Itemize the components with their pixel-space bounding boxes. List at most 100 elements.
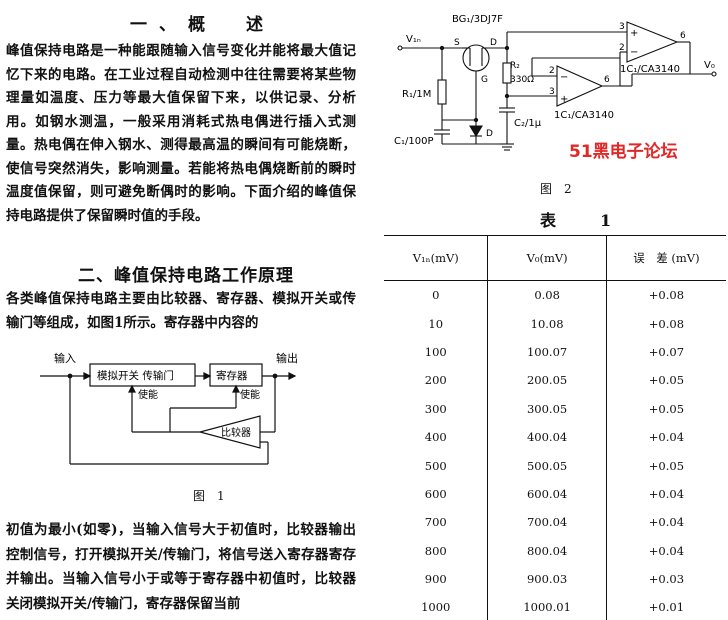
fet-body bbox=[462, 44, 490, 72]
col-header-error: 误 差 (mV) bbox=[606, 235, 726, 281]
figure-2-circuit: BG₁/3DJ7F V₁ₙ V₀ R₁/1M R₂ 330Ω C₁/100P C… bbox=[394, 14, 717, 151]
fig1-comparator-label: 比较器 bbox=[221, 426, 251, 439]
cell-vo: 400.04 bbox=[487, 422, 607, 452]
fig2-c2-label: C₂/1μ bbox=[514, 118, 542, 129]
section-1-heading: 一、概 述 bbox=[130, 15, 275, 35]
ic1-opamp bbox=[626, 21, 679, 63]
cell-vo: 0.08 bbox=[487, 280, 607, 310]
fig2-minus-b: − bbox=[560, 72, 568, 83]
section-1-paragraph: 峰值保持电路是一种能跟随输入信号变化并能将最大值记忆下来的电路。在工业过程自动检… bbox=[6, 43, 356, 224]
cell-vin: 900 bbox=[384, 564, 489, 594]
cell-error: +0.04 bbox=[648, 430, 685, 445]
input-arrow bbox=[83, 372, 92, 380]
cell-vo: 800.04 bbox=[487, 536, 607, 565]
forum-watermark: 51黑电子论坛 bbox=[567, 137, 680, 162]
cell-vo: 300.05 bbox=[487, 394, 607, 423]
fig2-minus-a: − bbox=[630, 47, 638, 58]
fig2-vo-label: V₀ bbox=[704, 60, 715, 71]
fig2-pin6b: 6 bbox=[604, 75, 610, 85]
cell-vin: 100 bbox=[384, 337, 489, 367]
cell-error: +0.07 bbox=[648, 344, 685, 359]
r1-resistor bbox=[437, 79, 447, 105]
fig2-transistor-label: BG₁/3DJ7F bbox=[452, 14, 503, 25]
cell-error: +0.04 bbox=[648, 543, 685, 558]
switch-box bbox=[89, 363, 196, 387]
cell-error: +0.04 bbox=[648, 486, 685, 501]
fig1-register-label: 寄存器 bbox=[216, 369, 248, 382]
cell-vin: 500 bbox=[384, 451, 489, 480]
fig2-diode-label: D bbox=[486, 129, 493, 139]
fig1-enable-label-2: 使能 bbox=[240, 388, 260, 401]
fig2-ic2-label: 1C₁/CA3140 bbox=[554, 110, 614, 121]
fig2-ic1-label: 1C₁/CA3140 bbox=[620, 64, 680, 75]
section-2-heading: 二、峰值保持电路工作原理 bbox=[78, 266, 294, 286]
figure-1-block-diagram: 输入 输出 模拟开关 传输门 寄存器 比较器 使能 使能 bbox=[40, 351, 298, 465]
cell-vin: 0 bbox=[384, 280, 489, 310]
cell-vin: 200 bbox=[384, 366, 489, 395]
fig2-pin3a: 3 bbox=[619, 22, 625, 32]
figure-1-caption: 图 1 bbox=[193, 489, 225, 503]
fig1-input-label: 输入 bbox=[54, 351, 76, 365]
cell-vo: 200.05 bbox=[487, 366, 607, 395]
section-2-paragraph: 各类峰值保持电路主要由比较器、寄存器、模拟开关或传输门等组成，如图1所示。寄存器… bbox=[6, 291, 356, 331]
section-2-continuation: 初值为最小(如零)，当输入信号大于初值时，比较器输出控制信号，打开模拟开关/传输… bbox=[6, 522, 356, 612]
fig2-pin6a: 6 bbox=[680, 31, 686, 41]
fig2-vin-label: V₁ₙ bbox=[406, 34, 421, 45]
fig2-pin2b: 2 bbox=[549, 66, 555, 76]
cell-error: +0.05 bbox=[648, 373, 685, 388]
fig2-plus-b: + bbox=[560, 94, 568, 105]
cell-vo: 10.08 bbox=[487, 309, 607, 338]
cell-vo: 500.05 bbox=[487, 451, 607, 480]
col-header-vin: V₁ₙ(mV) bbox=[384, 235, 489, 281]
diode-symbol bbox=[469, 125, 483, 138]
table-1-title: 表 1 bbox=[540, 211, 626, 230]
cell-vin: 10 bbox=[384, 309, 489, 338]
fig1-enable-label-1: 使能 bbox=[138, 388, 158, 401]
cell-vo: 1000.01 bbox=[487, 593, 607, 620]
cell-vo: 900.03 bbox=[487, 564, 607, 594]
cell-error: +0.05 bbox=[648, 458, 685, 473]
cell-vin: 400 bbox=[384, 422, 489, 452]
figure-2-caption: 图 2 bbox=[540, 182, 572, 196]
col-header-vo: V₀(mV) bbox=[487, 235, 607, 281]
ic2-opamp bbox=[556, 65, 604, 107]
cell-vin: 1000 bbox=[384, 593, 489, 620]
fig2-pin-s: S bbox=[454, 38, 460, 48]
cell-error: +0.04 bbox=[648, 515, 685, 530]
cell-error: +0.08 bbox=[648, 288, 685, 303]
fig2-r2-value: 330Ω bbox=[510, 75, 534, 85]
comparator-triangle bbox=[197, 415, 261, 449]
cell-error: +0.08 bbox=[648, 316, 685, 331]
table-header-row: V₁ₙ(mV) V₀(mV) 误 差 (mV) bbox=[384, 235, 726, 281]
cell-error: +0.03 bbox=[648, 572, 685, 587]
cell-vin: 300 bbox=[384, 394, 489, 423]
fig2-pin-d: D bbox=[490, 38, 497, 48]
fig2-pin3b: 3 bbox=[549, 87, 555, 97]
fig1-output-label: 输出 bbox=[276, 351, 298, 365]
cell-vin: 600 bbox=[384, 479, 489, 509]
fig2-r2-label: R₂ bbox=[510, 61, 520, 71]
cell-vo: 700.04 bbox=[487, 508, 607, 537]
cell-error: +0.05 bbox=[648, 401, 685, 416]
cell-vo: 600.04 bbox=[487, 479, 607, 509]
fig2-c1-label: C₁/100P bbox=[394, 136, 433, 147]
fig2-pin-g: G bbox=[481, 75, 488, 85]
cell-vin: 700 bbox=[384, 508, 489, 537]
fig2-plus-a: + bbox=[630, 28, 638, 39]
cell-vin: 800 bbox=[384, 536, 489, 565]
